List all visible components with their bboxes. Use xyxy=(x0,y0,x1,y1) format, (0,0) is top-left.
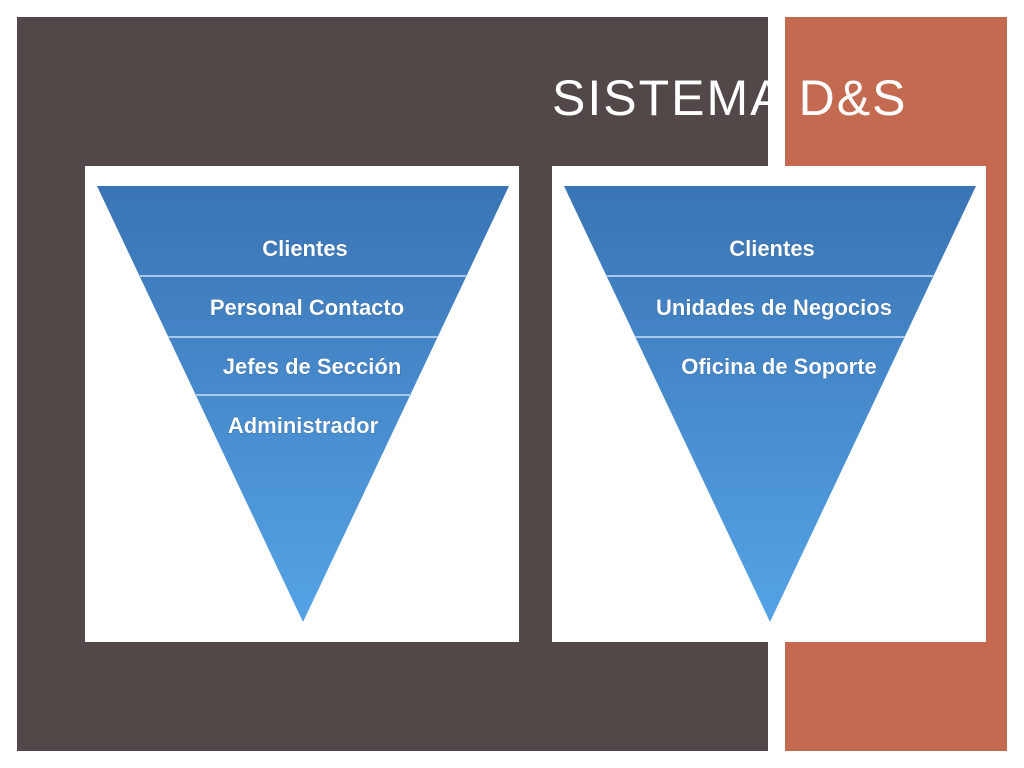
slide-title: SISTEMA D&S xyxy=(552,70,908,126)
funnel-level-label: Jefes de Sección xyxy=(223,354,402,379)
triangle-shape xyxy=(564,186,976,622)
funnel-level-label: Unidades de Negocios xyxy=(656,295,892,320)
funnel-diagram-right: Clientes Unidades de Negocios Oficina de… xyxy=(552,166,986,642)
funnel-level-label: Administrador xyxy=(228,413,379,438)
triangle-shape xyxy=(97,186,509,622)
funnel-diagram-left: Clientes Personal Contacto Jefes de Secc… xyxy=(85,166,519,642)
inverted-triangle-left: Clientes Personal Contacto Jefes de Secc… xyxy=(97,186,509,622)
inverted-triangle-right: Clientes Unidades de Negocios Oficina de… xyxy=(564,186,976,622)
funnel-level-label: Oficina de Soporte xyxy=(681,354,877,379)
funnel-level-label: Personal Contacto xyxy=(210,295,404,320)
funnel-level-label: Clientes xyxy=(262,236,348,261)
funnel-level-label: Clientes xyxy=(729,236,815,261)
